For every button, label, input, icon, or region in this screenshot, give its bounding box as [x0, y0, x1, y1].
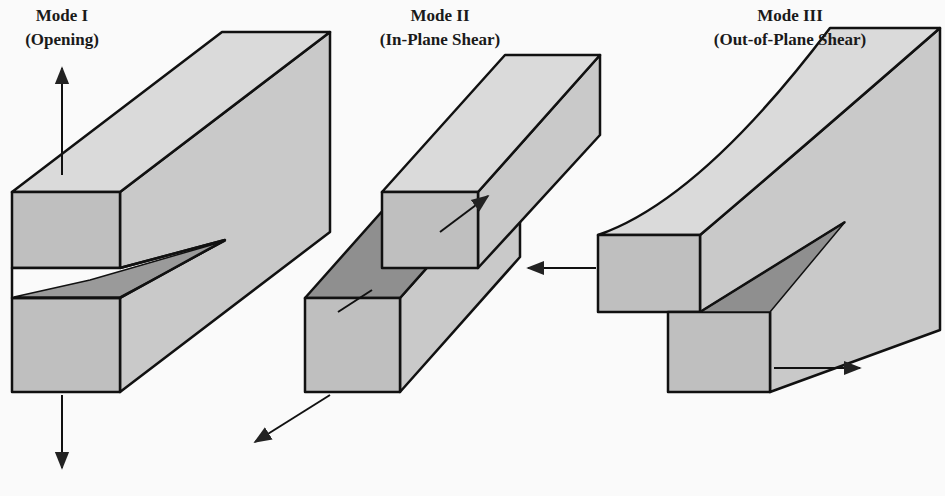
shear-arrow: [440, 196, 488, 232]
mode-one-block: [12, 32, 330, 392]
mode-subtitle: (Opening): [25, 30, 99, 50]
opening-arrow: [61, 395, 63, 468]
mode-title: Mode I: [36, 6, 88, 26]
mode-subtitle: (In-Plane Shear): [380, 30, 500, 50]
mode-subtitle: (Out-of-Plane Shear): [714, 30, 867, 50]
tearing-arrow: [774, 367, 860, 369]
shear-arrow: [338, 290, 372, 312]
mode-title: Mode III: [757, 6, 823, 26]
tearing-arrow: [528, 267, 596, 269]
mode-title: Mode II: [410, 6, 469, 26]
mode-two-block: [305, 55, 600, 392]
mode-three-block: [598, 28, 940, 392]
opening-arrow: [61, 68, 63, 175]
shear-arrow: [255, 395, 330, 442]
